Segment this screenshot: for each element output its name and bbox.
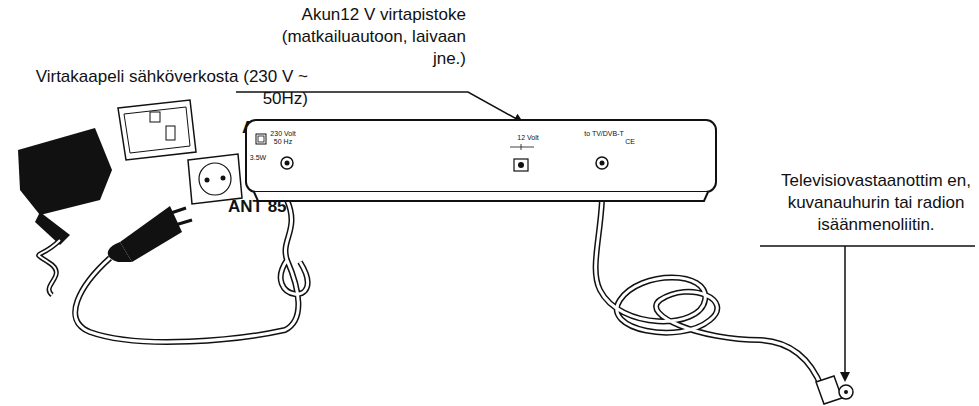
euro-socket: [188, 154, 242, 204]
panel-marking: 230 Volt 50 Hz: [270, 130, 296, 146]
uk-socket: [118, 100, 196, 160]
panel-marking: 3.5W: [246, 154, 270, 162]
panel-marking: 12 Volt: [508, 134, 548, 142]
panel-marking: to TV/DVB-T: [584, 130, 624, 138]
callout-text: Akun12 V virtapistoke (matkailuautoon, l…: [262, 4, 466, 70]
amplifier-housing: 230 Volt 50 Hz3.5W 12 Volt to TV/DVB-TCE: [244, 118, 718, 204]
callout-text: Televisiovastaanottim en, kuvanauhurin t…: [777, 170, 975, 236]
callout-text: Virtakaapeli sähköverkosta (230 V ~ 50Hz…: [16, 66, 308, 110]
antenna-cable: [596, 200, 853, 404]
leader-line: [760, 246, 975, 380]
housing-outline: [244, 118, 718, 204]
power-cable: [75, 200, 307, 342]
euro-plug: [108, 206, 192, 262]
panel-marking: CE: [622, 138, 638, 146]
